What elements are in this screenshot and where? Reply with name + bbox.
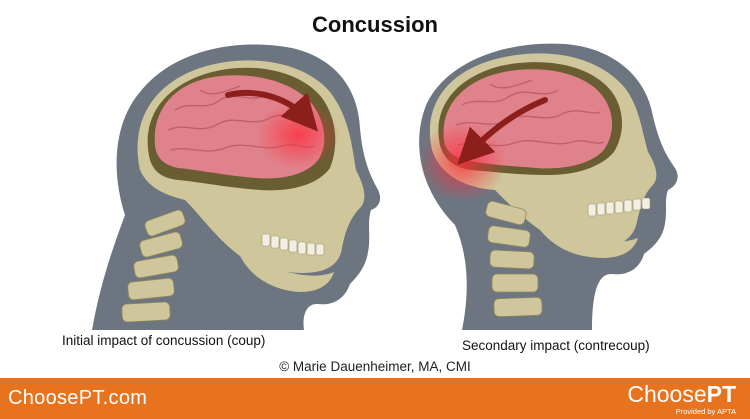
choosept-logo: ChoosePT Provided by APTA bbox=[601, 381, 736, 417]
caption-contrecoup: Secondary impact (contrecoup) bbox=[462, 338, 650, 353]
left-cervical-spine bbox=[121, 209, 186, 323]
caption-coup: Initial impact of concussion (coup) bbox=[62, 333, 266, 348]
footer-site-link[interactable]: ChoosePT.com bbox=[8, 387, 148, 409]
left-impact-glow bbox=[256, 101, 340, 169]
logo-prefix: Choose bbox=[627, 381, 707, 407]
left-teeth bbox=[261, 233, 325, 256]
footer-bar: ChoosePT.com ChoosePT Provided by APTA bbox=[0, 378, 750, 419]
logo-wordmark: ChoosePT bbox=[627, 381, 736, 408]
page-title: Concussion bbox=[312, 12, 438, 37]
logo-suffix: PT bbox=[706, 381, 736, 407]
right-cervical-spine bbox=[485, 200, 543, 318]
right-impact-arrow bbox=[457, 97, 548, 165]
illustration-credit: © Marie Dauenheimer, MA, CMI bbox=[279, 359, 471, 374]
right-head-contrecoup bbox=[418, 43, 678, 330]
right-teeth bbox=[587, 197, 651, 217]
logo-provided-by: Provided by APTA bbox=[675, 407, 736, 416]
left-impact-arrow bbox=[225, 89, 318, 132]
left-head-coup bbox=[92, 44, 381, 331]
left-jaw bbox=[240, 256, 334, 292]
right-jaw bbox=[540, 230, 638, 258]
